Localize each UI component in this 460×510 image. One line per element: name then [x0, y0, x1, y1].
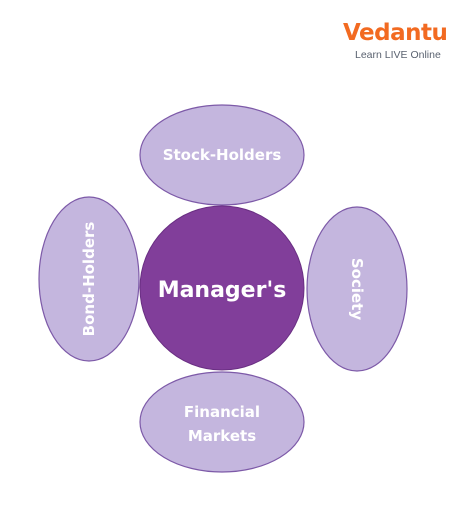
logo-brand: Vedantu [343, 20, 448, 46]
node-bond-holders: Bond-Holders [38, 196, 140, 362]
node-financial-markets: Financial Markets [139, 371, 305, 473]
node-financial-markets-line1: Financial [184, 403, 260, 421]
node-managers: Manager's [139, 205, 305, 371]
node-society: Society [306, 206, 408, 372]
node-society-label: Society [348, 258, 366, 320]
node-stock-holders: Stock-Holders [139, 104, 305, 206]
node-financial-markets-line2: Markets [188, 427, 256, 445]
vedantu-logo: Vedantu Learn LIVE Online [343, 20, 448, 64]
logo-tagline: Learn LIVE Online [355, 49, 441, 61]
node-stock-holders-label: Stock-Holders [163, 146, 282, 164]
node-managers-label: Manager's [158, 278, 287, 303]
node-bond-holders-label: Bond-Holders [80, 222, 98, 337]
